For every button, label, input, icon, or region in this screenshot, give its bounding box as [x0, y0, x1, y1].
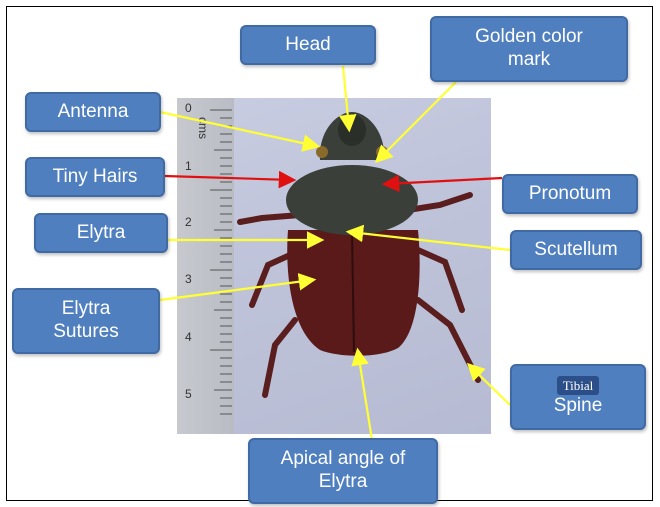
arrow-apical-angle: [358, 352, 372, 440]
label-head: Head: [240, 25, 376, 65]
label-apical-line1: Apical angle of: [281, 448, 406, 471]
label-golden-line1: Golden color: [475, 26, 583, 49]
label-antenna-text: Antenna: [58, 101, 129, 124]
beetle-pronotum: [286, 165, 418, 235]
label-elytra-sutures-line2: Sutures: [53, 321, 118, 344]
label-tibial-spine: Tibial Spine: [510, 364, 646, 430]
label-elytra-sutures-line1: Elytra: [62, 298, 111, 321]
label-tiny-hairs: Tiny Hairs: [25, 157, 165, 197]
label-pronotum: Pronotum: [502, 174, 638, 214]
label-elytra-sutures: Elytra Sutures: [12, 288, 160, 354]
label-apical-line2: Elytra: [319, 471, 368, 494]
ruler-number-0: 0: [185, 101, 192, 115]
label-golden-color-mark: Golden color mark: [430, 16, 628, 82]
ruler-number-2: 2: [185, 215, 192, 229]
ruler-numbers: cms 0 1 2 3 4 5: [185, 101, 210, 401]
label-antenna: Antenna: [25, 92, 161, 132]
ruler-ticks: [210, 110, 232, 414]
label-apical-angle: Apical angle of Elytra: [248, 438, 438, 504]
label-head-text: Head: [285, 34, 330, 57]
ruler-number-3: 3: [185, 272, 192, 286]
label-elytra: Elytra: [34, 213, 168, 253]
label-elytra-text: Elytra: [77, 222, 126, 245]
arrow-tibial-spine: [470, 366, 510, 405]
label-pronotum-text: Pronotum: [529, 183, 611, 206]
ruler-number-5: 5: [185, 387, 192, 401]
arrow-golden-mark: [378, 82, 456, 160]
label-tibial-line2: Spine: [554, 395, 603, 418]
ruler-number-4: 4: [185, 330, 192, 344]
arrow-antenna: [160, 112, 316, 146]
arrow-elytra-sutures: [160, 280, 312, 300]
label-scutellum: Scutellum: [510, 230, 642, 270]
label-tiny-hairs-text: Tiny Hairs: [53, 166, 138, 189]
ruler-number-1: 1: [185, 159, 192, 173]
label-tibial-line1: Tibial: [557, 376, 600, 396]
label-golden-line2: mark: [508, 49, 550, 72]
label-scutellum-text: Scutellum: [534, 239, 617, 262]
arrow-tiny-hairs: [165, 176, 292, 180]
